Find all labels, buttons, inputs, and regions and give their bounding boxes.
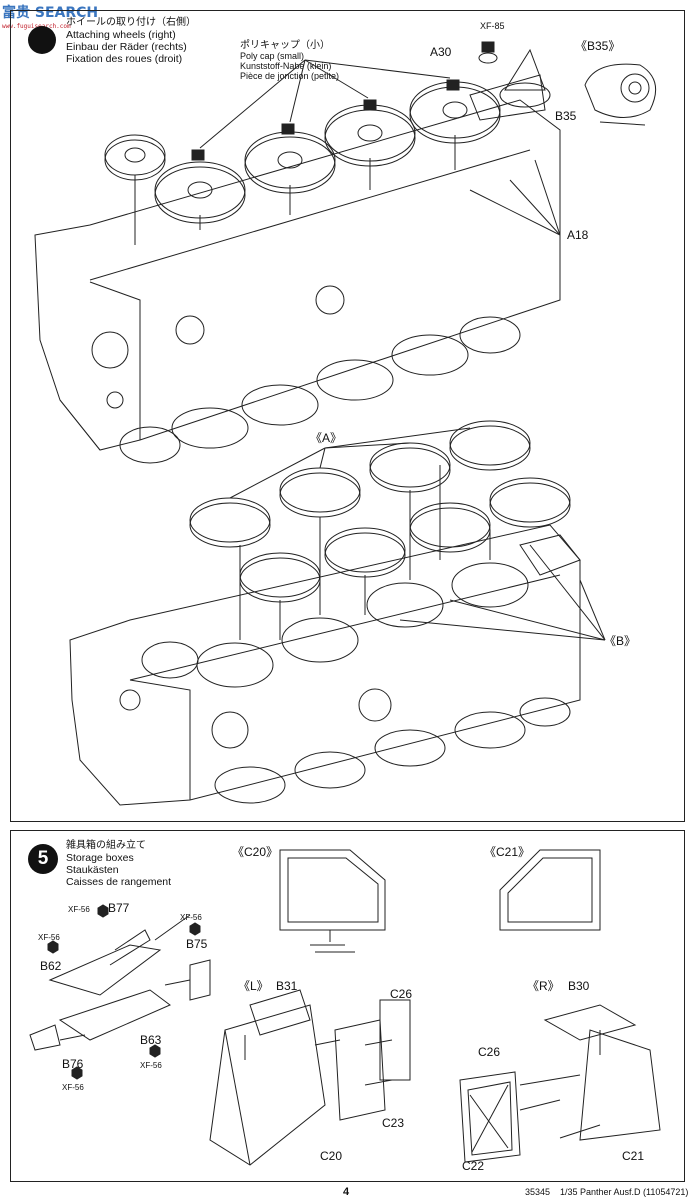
label-xf56-b63: XF-56 (140, 1061, 162, 1070)
label-b31: B31 (276, 979, 298, 993)
right-storage-box (459, 1004, 661, 1163)
step4-drawing (34, 41, 657, 806)
label-b35-detail: 《B35》 (575, 39, 621, 53)
label-xf56-b76: XF-56 (62, 1083, 84, 1092)
hull-hubs (91, 285, 345, 409)
step5-title-jp: 雑具箱の組み立て (66, 840, 146, 851)
step4-frame (10, 10, 685, 822)
clamp-assembly (29, 914, 211, 1051)
label-b75: B75 (186, 937, 208, 951)
label-left-side: 《L》 (238, 979, 269, 993)
polycap-legend: ポリキャップ（小） Poly cap (small) Kunststoff-Na… (240, 36, 339, 81)
polycap-jp: ポリキャップ（小） (240, 40, 330, 51)
label-c21-detail: 《C21》 (484, 845, 531, 859)
polycap-de: Kunststoff-Nabe (klein) (240, 61, 332, 71)
step5-frame (10, 830, 685, 1182)
paint-markers (47, 904, 201, 1080)
b35-detail (584, 63, 657, 126)
a-marker-lines (229, 427, 606, 641)
label-a-marker: 《A》 (310, 431, 343, 445)
step4-title-de: Einbau der Räder (rechts) (66, 41, 187, 53)
step4-title-en: Attaching wheels (right) (66, 29, 176, 41)
lower-arrows (239, 465, 491, 640)
step5-title-de: Staukästen (66, 864, 119, 876)
label-b62: B62 (40, 959, 62, 973)
page-number: 4 (343, 1186, 350, 1198)
step5-title: 雑具箱の組み立て Storage boxes Staukästen Caisse… (66, 840, 171, 888)
label-a18: A18 (567, 228, 589, 242)
step5-title-en: Storage boxes (66, 852, 134, 864)
label-b63: B63 (140, 1033, 162, 1047)
label-xf85: XF-85 (480, 21, 505, 31)
upper-arrows (134, 59, 561, 245)
c20-detail-drawing (279, 849, 386, 953)
polycap-fr: Pièce de jonction (petite) (240, 71, 340, 81)
label-a30: A30 (430, 45, 452, 59)
watermark-brand: 富贵 SEARCH (2, 5, 99, 21)
drive-sprocket (469, 41, 551, 121)
lower-track-wheels (214, 697, 571, 804)
upper-hull-outline (34, 99, 561, 451)
polycap-en: Poly cap (small) (240, 51, 305, 61)
footer-model: 1/35 Panther Ausf.D (11054721) (560, 1187, 689, 1197)
step5-number-badge: 5 (28, 844, 58, 874)
label-c26-right: C26 (478, 1045, 501, 1059)
label-xf56-b77: XF-56 (68, 905, 90, 914)
label-xf56-b62: XF-56 (38, 933, 60, 942)
label-b77: B77 (108, 901, 130, 915)
step4-title-jp: ホイールの取り付け（右側） (66, 17, 196, 28)
label-right-side: 《R》 (527, 979, 560, 993)
footer-code: 35345 (525, 1187, 551, 1197)
lower-hull-hubs (119, 688, 392, 749)
label-c20: C20 (320, 1149, 343, 1163)
polycaps (191, 79, 460, 161)
label-c21: C21 (622, 1149, 645, 1163)
step4-number-badge (28, 26, 56, 54)
label-b35: B35 (555, 109, 577, 123)
left-storage-box (209, 989, 411, 1166)
step5-title-fr: Caisses de rangement (66, 876, 172, 888)
label-xf56-b75: XF-56 (180, 913, 202, 922)
step4-title: ホイールの取り付け（右側） Attaching wheels (right) E… (66, 17, 196, 65)
label-c20-detail: 《C20》 (232, 845, 279, 859)
label-b-marker: 《B》 (604, 634, 637, 648)
upper-track-wheels (119, 316, 521, 464)
label-b30: B30 (568, 979, 590, 993)
step4-title-fr: Fixation des roues (droit) (66, 53, 183, 65)
label-c23: C23 (382, 1116, 405, 1130)
b-wheels (141, 534, 581, 688)
label-c22: C22 (462, 1159, 485, 1173)
label-c26-left: C26 (390, 987, 413, 1001)
c21-detail-drawing (499, 849, 601, 931)
